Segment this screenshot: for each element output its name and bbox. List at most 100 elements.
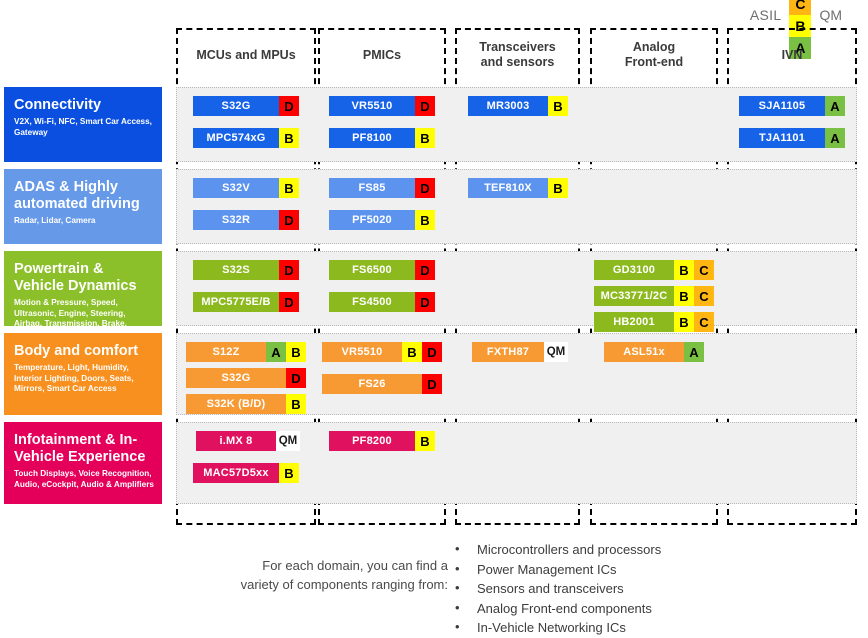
domain-subtitle: Radar, Lidar, Camera: [14, 216, 96, 225]
component-name: i.MX 8: [196, 431, 276, 451]
component-name: S32V: [193, 178, 279, 198]
component-name: PF8100: [329, 128, 415, 148]
column-header-line2: Front-end: [624, 55, 684, 69]
component-name: MPC5775E/B: [193, 292, 279, 312]
asil-badge-b: B: [415, 128, 435, 148]
column-header-label: IVN: [781, 47, 803, 62]
component-name: FS85: [329, 178, 415, 198]
component-name: SJA1105: [739, 96, 825, 116]
asil-level-a: A: [789, 37, 812, 59]
asil-badge-b: B: [674, 312, 694, 332]
asil-badge-b: B: [279, 463, 299, 483]
component-name: S12Z: [186, 342, 266, 362]
asil-badge-b: B: [402, 342, 422, 362]
column-header-mcu: MCUs and MPUs: [176, 28, 316, 82]
column-header-label: PMICs: [362, 47, 402, 62]
footer-lead-line1: For each domain, you can find a: [262, 558, 448, 573]
asil-badge-b: B: [674, 260, 694, 280]
component-name: ASL51x: [604, 342, 684, 362]
cell-adas-afe: [590, 169, 718, 244]
asil-badge-b: B: [286, 394, 306, 414]
asil-badge-qm: QM: [544, 342, 568, 362]
footer-list-item: Sensors and transceivers: [455, 578, 661, 599]
component-name: TEF810X: [468, 178, 548, 198]
component-name: VR5510: [329, 96, 415, 116]
component-chip[interactable]: S32K (B/D)B: [186, 394, 316, 414]
cell-infotainment-afe: [590, 422, 718, 504]
asil-badge-b: B: [279, 178, 299, 198]
component-name: PF8200: [329, 431, 415, 451]
component-name: FS26: [322, 374, 422, 394]
asil-legend-chips: DCBA: [789, 0, 813, 59]
domain-subtitle: V2X, Wi-Fi, NFC, Smart Car Access, Gatew…: [14, 117, 152, 137]
footer-lead-line2: variety of components ranging from:: [240, 577, 448, 592]
domain-title: Connectivity: [14, 97, 102, 113]
asil-badge-a: A: [266, 342, 286, 362]
column-header-line2: and sensors: [480, 55, 555, 69]
asil-badge-b: B: [415, 431, 435, 451]
asil-badge-d: D: [415, 260, 435, 280]
asil-badge-d: D: [279, 210, 299, 230]
component-name: FS6500: [329, 260, 415, 280]
component-name: FS4500: [329, 292, 415, 312]
asil-badge-d: D: [286, 368, 306, 388]
component-name: PF5020: [329, 210, 415, 230]
component-name: MC33771/2C: [594, 286, 674, 306]
cell-powertrain-trx: [455, 251, 580, 326]
asil-badge-c: C: [694, 286, 714, 306]
column-header-ivn: IVN: [727, 28, 857, 82]
asil-badge-b: B: [548, 96, 568, 116]
cell-adas-ivn: [727, 169, 857, 244]
component-name: MR3003: [468, 96, 548, 116]
domain-subtitle: Temperature, Light, Humidity, Interior L…: [14, 363, 134, 393]
component-name: TJA1101: [739, 128, 825, 148]
footer-list-item: In-Vehicle Networking ICs: [455, 617, 661, 638]
asil-badge-b: B: [286, 342, 306, 362]
asil-badge-a: A: [684, 342, 704, 362]
